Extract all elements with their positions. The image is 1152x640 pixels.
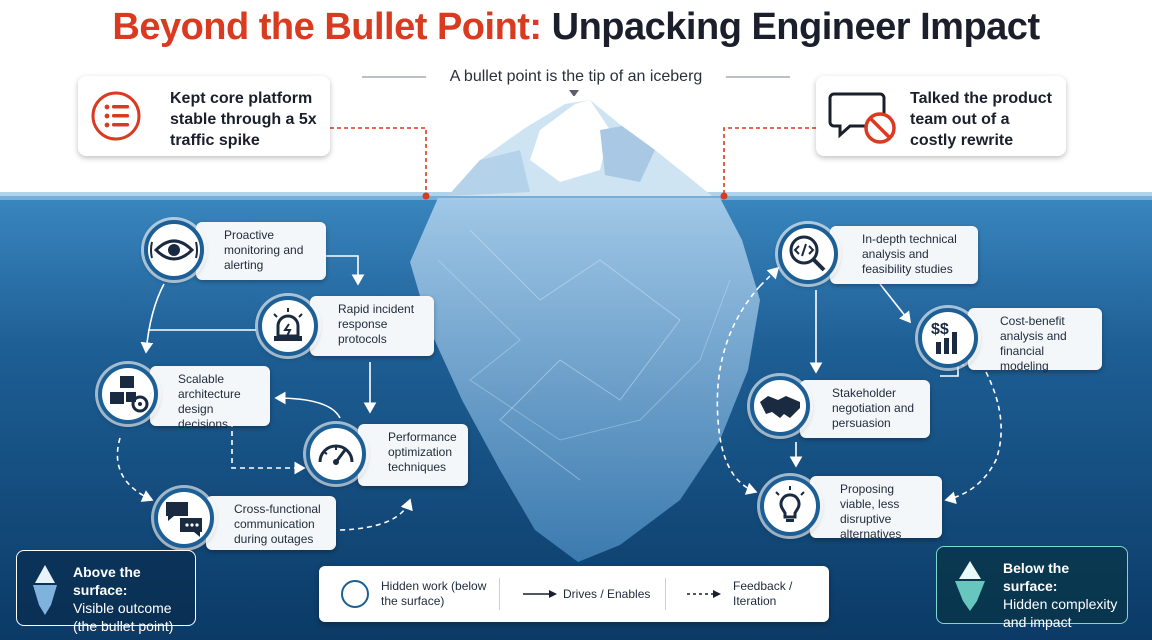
node-label-incident: Rapid incident response protocols <box>310 296 434 356</box>
corner-above-title: Above the surface: <box>73 564 141 598</box>
node-label-alternatives: Proposing viable, less disruptive altern… <box>810 476 942 541</box>
cubes-gear-icon <box>110 376 149 413</box>
svg-text:$$: $$ <box>931 321 949 338</box>
title-main: Unpacking Engineer Impact <box>551 6 1040 48</box>
siren-icon <box>273 308 303 341</box>
iceberg-mini-icon-teal <box>955 561 985 611</box>
legend-hidden-work: Hidden work (below the surface) <box>381 579 487 608</box>
node-incident <box>258 296 318 356</box>
node-label-architecture: Scalable architecture design decisions <box>150 366 270 431</box>
legend-drives: Drives / Enables <box>563 587 651 601</box>
code-magnifier-icon <box>789 235 826 272</box>
corner-below-surface: Below the surface: Hidden complexity and… <box>936 546 1128 630</box>
title-accent: Beyond the Bullet Point: <box>112 6 542 48</box>
legend-divider <box>499 578 500 610</box>
bullet-card-rewrite: Talked the product team out of a costly … <box>816 76 1066 156</box>
dollar-chart-icon: $$ <box>931 321 957 354</box>
node-alternatives <box>760 476 820 536</box>
iceberg-underwater <box>410 198 760 562</box>
no-speech-icon <box>828 92 896 144</box>
node-communication <box>154 488 214 548</box>
node-label-monitoring: Proactive monitoring and alerting <box>196 222 326 280</box>
node-performance <box>306 424 366 484</box>
subtitle: A bullet point is the tip of an iceberg <box>449 68 703 85</box>
node-label-performance: Performance optimization techniques <box>358 424 468 486</box>
node-label-analysis: In-depth technical analysis and feasibil… <box>830 226 978 284</box>
bullet-text-rewrite: Talked the product team out of a costly … <box>910 90 1052 149</box>
legend: Hidden work (below the surface) Drives /… <box>319 566 829 622</box>
legend-feedback: Feedback / Iteration <box>733 579 793 608</box>
list-icon <box>91 91 141 141</box>
node-negotiation <box>750 376 810 436</box>
page-title: Beyond the Bullet Point: Unpacking Engin… <box>0 6 1152 49</box>
handshake-icon <box>760 396 800 418</box>
bullet-text-platform: Kept core platform stable through a 5x t… <box>170 90 317 149</box>
legend-dashed-arrow-icon <box>687 590 721 598</box>
node-label-communication: Cross-functional communication during ou… <box>206 496 336 550</box>
lightbulb-icon <box>775 486 805 522</box>
node-costbenefit: $$ <box>918 308 978 368</box>
legend-solid-arrow-icon <box>523 590 557 598</box>
corner-above-text: Visible outcome (the bullet point) <box>73 600 174 634</box>
iceberg-mini-icon <box>33 565 57 615</box>
node-monitoring <box>144 220 204 280</box>
eye-icon <box>150 239 198 261</box>
legend-circle-icon <box>341 580 369 608</box>
node-analysis <box>778 224 838 284</box>
bullet-card-platform: Kept core platform stable through a 5x t… <box>78 76 330 156</box>
node-label-negotiation: Stakeholder negotiation and persuasion <box>800 380 930 438</box>
subtitle-rule <box>362 76 790 96</box>
node-architecture <box>98 364 158 424</box>
node-label-costbenefit: Cost-benefit analysis and financial mode… <box>968 308 1102 373</box>
gauge-icon <box>318 444 354 465</box>
corner-below-text: Hidden complexity and impact <box>1003 596 1118 630</box>
legend-divider <box>665 578 666 610</box>
chat-bubbles-icon <box>166 502 202 537</box>
corner-below-title: Below the surface: <box>1003 560 1070 594</box>
corner-above-surface: Above the surface: Visible outcome (the … <box>16 550 196 634</box>
